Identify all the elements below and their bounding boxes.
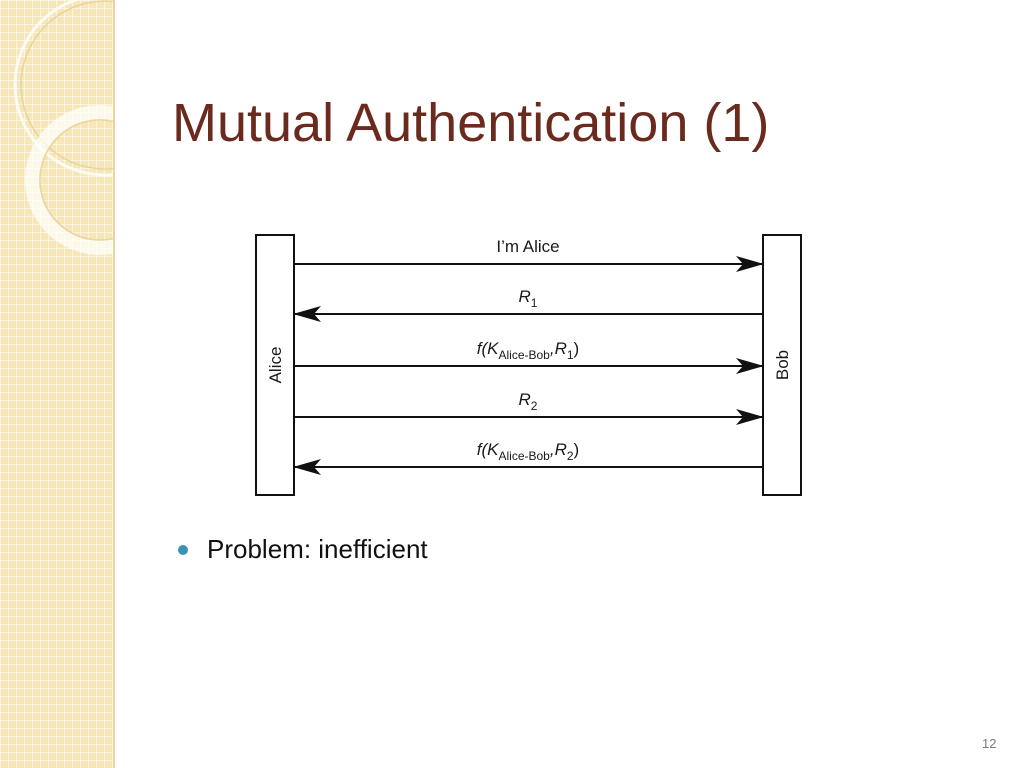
decorative-rings [13,0,113,255]
alice-label: Alice [266,347,285,384]
side-strip-edge [113,0,115,768]
authentication-sequence-diagram: Alice Bob I’m Alice R1 f(KAlice-Bob,R1) … [255,234,802,496]
slide-title: Mutual Authentication (1) [172,93,770,153]
bullet-item: Problem: inefficient [178,534,428,565]
message-label-4: R2 [519,390,538,413]
page-number: 12 [982,736,997,751]
bullet-dot-icon [178,544,188,555]
message-label-3: f(KAlice-Bob,R1) [477,339,579,362]
bob-lifeline-box [762,234,802,496]
message-label-2: R1 [519,287,538,310]
bullet-text: Problem: inefficient [207,534,428,564]
bob-label: Bob [773,350,792,380]
decorative-side-strip [0,0,113,768]
message-label-1: I’m Alice [496,237,559,256]
message-label-5: f(KAlice-Bob,R2) [477,440,579,463]
